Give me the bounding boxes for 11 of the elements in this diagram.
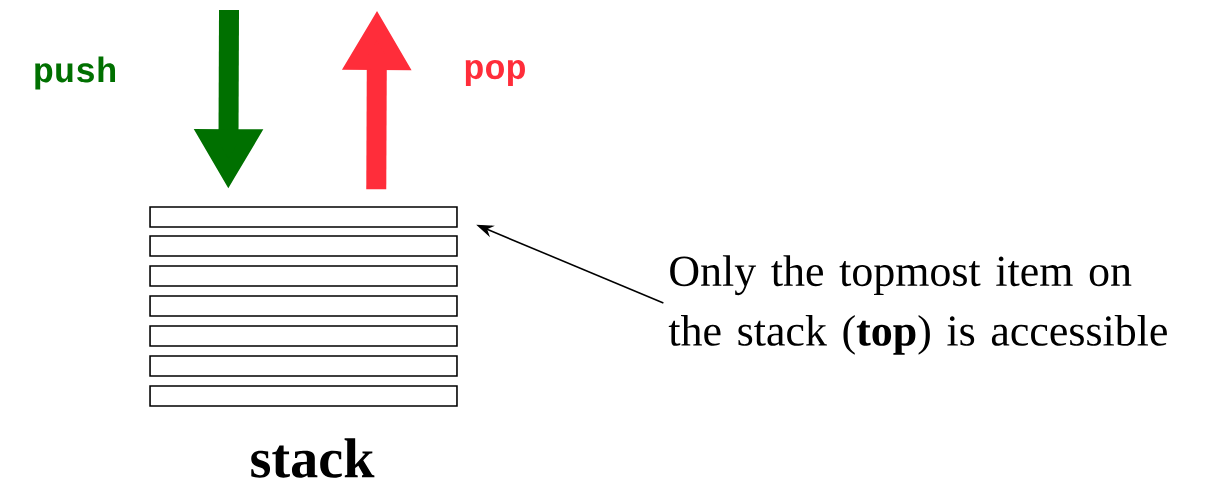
stack-caption: stack <box>251 438 375 478</box>
stack-bar <box>149 295 458 317</box>
stack-bar <box>149 355 458 377</box>
callout-text: Only the topmost item on the stack (top) is accessible <box>668 255 1167 355</box>
edge-label: pop <box>465 59 525 87</box>
stack-bar <box>149 265 458 287</box>
edge-label: push <box>35 56 115 90</box>
stack-bar <box>149 385 458 407</box>
stack-bar <box>149 325 458 347</box>
stack-bar <box>149 235 458 257</box>
stack-bar <box>149 206 458 228</box>
